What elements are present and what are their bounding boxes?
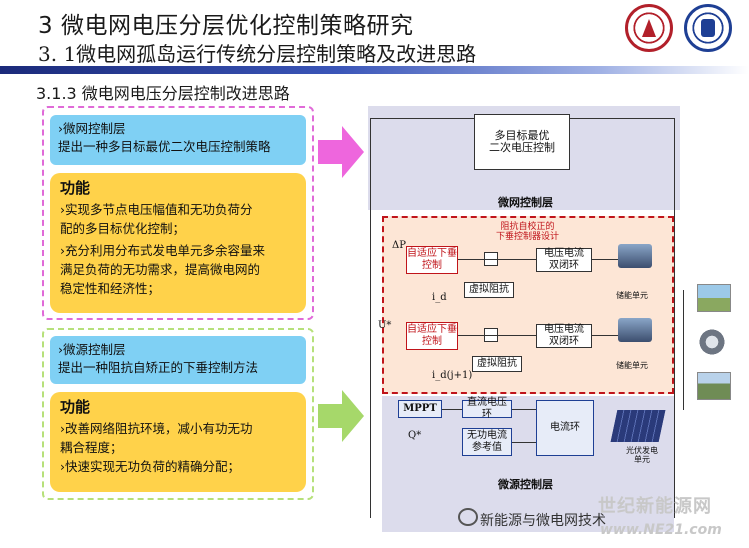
slide-subtitle: 3. 1微电网孤岛运行传统分层控制策略及改进思路	[38, 42, 477, 66]
microgrid-function-box: 功能 ›实现多节点电压幅值和无功负荷分 配的多目标优化控制； ›充分利用分布式发…	[50, 173, 306, 313]
green-arrow-icon	[318, 390, 364, 442]
virtual-impedance-block: 虚拟阻抗	[472, 356, 522, 372]
reactive-reference-block: 无功电流参考值	[462, 428, 512, 456]
function-item: 配的多目标优化控制；	[60, 221, 186, 236]
q-ref-label: Q*	[408, 430, 422, 441]
micro-source-layer-desc: 提出一种阻抗自矫正的下垂控制方法	[58, 360, 259, 375]
microgrid-layer-label: 微网控制层	[498, 196, 553, 209]
mppt-block: MPPT	[398, 400, 442, 418]
adaptive-droop-block: 自适应下垂控制	[406, 246, 458, 274]
function-item: ›改善网络阻抗环境，减小有功无功	[60, 421, 253, 436]
micro-source-layer-label: 微源控制层	[498, 478, 553, 491]
watermark-url: www.NE21.com	[600, 522, 722, 538]
function-item: 稳定性和经济性；	[60, 281, 161, 296]
university-logo-icon	[625, 4, 673, 52]
city-photo-icon	[697, 372, 731, 400]
function-title: 功能	[60, 398, 91, 416]
storage-unit-label: 储能单元	[616, 361, 648, 370]
slide-title: 3 微电网电压分层优化控制策略研究	[38, 13, 414, 39]
microgrid-layer-frame	[42, 106, 314, 320]
solar-panel-icon	[610, 410, 666, 442]
motor-photo-icon	[695, 328, 729, 356]
function-title: 功能	[60, 179, 91, 197]
function-item: 耦合程度；	[60, 440, 123, 455]
microgrid-layer-box: ›微网控制层 提出一种多目标最优二次电压控制策略	[50, 115, 306, 165]
voltage-current-loop-block: 电压电流双闭环	[536, 248, 592, 272]
control-structure-diagram: 多目标最优二次电压控制 微网控制层 阻抗自校正的下垂控制器设计 ΔP 自适应下垂…	[368, 104, 680, 534]
header-divider	[0, 66, 749, 74]
function-item: ›快速实现无功负荷的精确分配；	[60, 459, 240, 474]
university-seal-icon	[684, 4, 732, 52]
voltage-current-loop-block: 电压电流双闭环	[536, 324, 592, 348]
storage-unit-label: 储能单元	[616, 291, 648, 300]
storage-unit-icon	[618, 244, 652, 268]
pv-unit-label: 光伏发电单元	[626, 446, 658, 464]
watermark-site: 世纪新能源网	[598, 496, 712, 517]
wechat-account-label: 新能源与微电网技术	[480, 513, 606, 529]
micro-source-layer-box: ›微源控制层 提出一种阻抗自矫正的下垂控制方法	[50, 336, 306, 384]
id-label: i_d	[432, 292, 447, 303]
secondary-voltage-control-block: 多目标最优二次电压控制	[474, 114, 570, 170]
section-title: 3.1.3 微电网电压分层控制改进思路	[36, 84, 290, 103]
micro-source-layer-name: ›微源控制层	[58, 342, 126, 357]
wechat-icon	[458, 508, 478, 526]
impedance-controller-label: 阻抗自校正的下垂控制器设计	[496, 222, 560, 242]
virtual-impedance-block: 虚拟阻抗	[464, 282, 514, 298]
delta-p-label: ΔP	[392, 240, 406, 251]
pink-arrow-icon	[318, 126, 364, 178]
storage-unit-icon	[618, 318, 652, 342]
micro-source-layer-frame	[42, 328, 314, 500]
building-photo-icon	[697, 284, 731, 312]
microgrid-layer-desc: 提出一种多目标最优二次电压控制策略	[58, 139, 271, 154]
adaptive-droop-block: 自适应下垂控制	[406, 322, 458, 350]
micro-source-function-box: 功能 ›改善网络阻抗环境，减小有功无功 耦合程度； ›快速实现无功负荷的精确分配…	[50, 392, 306, 492]
function-item: 满足负荷的无功需求，提高微电网的	[60, 262, 261, 277]
u-ref-label: U*	[378, 320, 392, 331]
function-item: ›实现多节点电压幅值和无功负荷分	[60, 202, 253, 217]
function-item: ›充分利用分布式发电单元多余容量来	[60, 243, 265, 258]
current-loop-block: 电流环	[536, 400, 594, 456]
microgrid-layer-name: ›微网控制层	[58, 121, 126, 136]
id-next-label: i_d(j+1)	[432, 370, 473, 381]
dc-voltage-loop-block: 直流电压环	[462, 397, 512, 420]
